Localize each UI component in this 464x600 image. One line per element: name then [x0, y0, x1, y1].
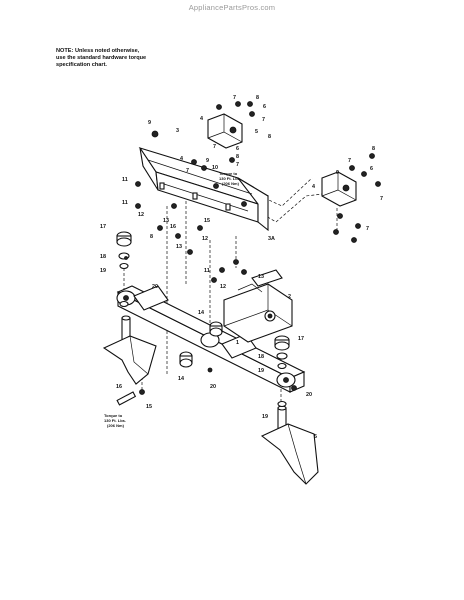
callout: 9 [206, 158, 209, 164]
callout: 16 [170, 224, 176, 230]
callout: 19 [100, 268, 106, 274]
callout: 3 [176, 128, 179, 134]
callout: 20 [152, 284, 158, 290]
callout: 2 [288, 294, 291, 300]
torque-annotation-upper: Torque to 130 Ft. Lbs. (206 Nm) [219, 171, 241, 186]
callout: 18 [100, 254, 106, 260]
axle-pivot-bracket [223, 269, 293, 343]
callout: 7 [262, 117, 265, 123]
callout: 5 [314, 434, 317, 440]
callout: 7 [236, 162, 239, 168]
callout: 4 [312, 184, 315, 190]
callouts: 7 8 6 4 7 5 8 9 3 6 7 4 7 8 7 9 10 11 11… [100, 95, 383, 440]
spindle-right [260, 405, 319, 485]
torque-lower-line-3: (206 Nm) [107, 423, 125, 428]
callout: 19 [262, 414, 268, 420]
callout: 5 [255, 129, 258, 135]
callout: 17 [100, 224, 106, 230]
callout: 6 [370, 166, 373, 172]
callout: 12 [220, 284, 226, 290]
callout: 9 [148, 120, 151, 126]
callout: 17 [298, 336, 304, 342]
torque-lower-line-2: 130 Ft. Lbs. [104, 418, 126, 423]
callout: 1 [236, 340, 239, 346]
hardware [116, 101, 381, 406]
callout: 19 [258, 368, 264, 374]
note-line-2: use the standard hardware torque [56, 55, 147, 61]
torque-upper-line-1: Torque to [219, 171, 238, 176]
note-line-3: specification chart. [56, 62, 107, 68]
callout: 3A [268, 236, 275, 242]
watermark: AppliancePartsPros.com [188, 3, 276, 12]
torque-upper-line-2: 130 Ft. Lbs. [219, 176, 241, 181]
callout: 6 [263, 104, 266, 110]
callout: 13 [258, 274, 264, 280]
torque-upper-line-3: (206 Nm) [222, 181, 240, 186]
callout: 8 [372, 146, 375, 152]
callout: 7 [233, 95, 236, 101]
mounting-bracket-right [321, 171, 357, 207]
spindle-left [102, 315, 157, 385]
callout: 7 [213, 144, 216, 150]
callout: 11 [122, 200, 128, 206]
callout: 7 [348, 158, 351, 164]
callout: 14 [198, 310, 204, 316]
callout: 12 [202, 236, 208, 242]
callout: 12 [138, 212, 144, 218]
callout: 8 [256, 95, 259, 101]
callout: 18 [258, 354, 264, 360]
callout: 7 [186, 168, 189, 174]
front-axle-beam [138, 147, 269, 232]
torque-annotation-lower: Torque to 130 Ft. Lbs. (206 Nm) [104, 413, 126, 428]
callout: 15 [146, 404, 152, 410]
callout: 8 [150, 234, 153, 240]
torque-lower-line-1: Torque to [104, 413, 123, 418]
callout: 4 [200, 116, 203, 122]
callout: 20 [306, 392, 312, 398]
callout: 13 [163, 218, 169, 224]
callout: 14 [178, 376, 184, 382]
callout: 9 [336, 170, 339, 176]
callout: 15 [204, 218, 210, 224]
callout: 11 [204, 268, 210, 274]
callout: 20 [210, 384, 216, 390]
callout: 7 [366, 226, 369, 232]
bushings [116, 231, 290, 408]
note-line-1: NOTE: Unless noted otherwise, [56, 48, 140, 54]
torque-note: NOTE: Unless noted otherwise, use the st… [56, 48, 226, 69]
callout: 8 [236, 154, 239, 160]
callout: 4 [180, 156, 183, 162]
callout: 8 [268, 134, 271, 140]
callout: 7 [380, 196, 383, 202]
mounting-bracket-left [207, 113, 243, 149]
callout: 10 [212, 165, 218, 171]
callout: 11 [122, 177, 128, 183]
callout: 16 [116, 384, 122, 390]
callout: 13 [176, 244, 182, 250]
callout: 6 [236, 146, 239, 152]
